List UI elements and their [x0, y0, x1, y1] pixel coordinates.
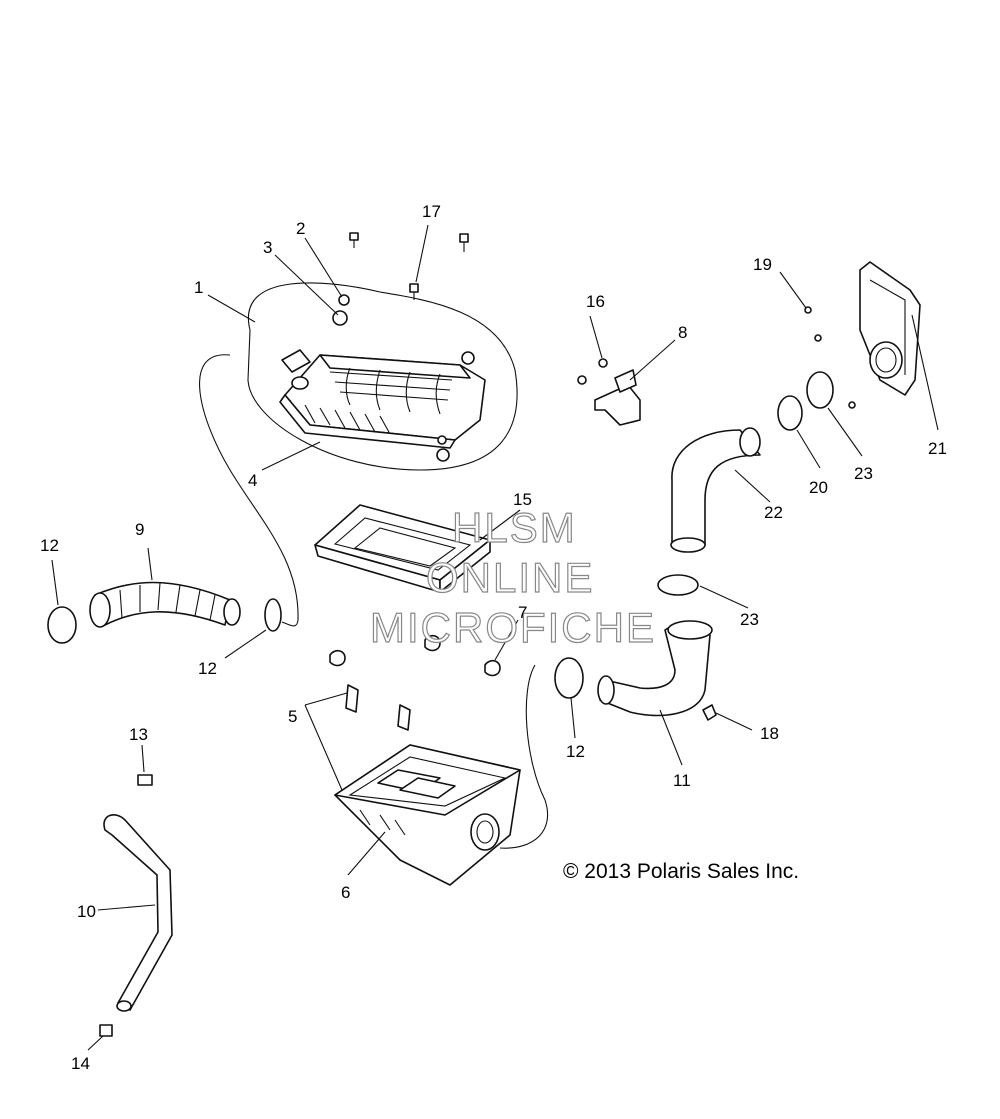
- air-inlet-21: [804, 261, 921, 409]
- callout-8: 8: [678, 323, 687, 342]
- callout-12b: 12: [198, 659, 217, 678]
- callout-17: 17: [422, 202, 441, 221]
- callout-15: 15: [513, 490, 532, 509]
- hose-clamp-12: [47, 598, 584, 699]
- callout-20: 20: [809, 478, 828, 497]
- callout-labels: 1 2 3 4 5 6 7 8 9 10 11 12 12 12 13 14 1…: [40, 202, 947, 1073]
- clamps-20-23: [657, 371, 834, 596]
- callout-13: 13: [129, 725, 148, 744]
- watermark-line-2: ONLINE: [426, 554, 594, 601]
- callout-11: 11: [673, 771, 691, 790]
- airbox-base-6: [334, 744, 521, 886]
- callout-4: 4: [248, 471, 257, 490]
- mounting-bracket-8: [577, 358, 641, 426]
- callout-12c: 12: [566, 742, 585, 761]
- callout-5: 5: [288, 707, 297, 726]
- retaining-clips: [329, 634, 501, 731]
- callout-10: 10: [77, 902, 96, 921]
- routing-lines: [199, 354, 549, 849]
- callout-21: 21: [928, 439, 947, 458]
- copyright-notice: © 2013 Polaris Sales Inc.: [563, 860, 799, 883]
- screw-parts-17: [349, 232, 469, 300]
- callout-3: 3: [263, 238, 272, 257]
- callout-2: 2: [296, 219, 305, 238]
- callout-22: 22: [764, 503, 783, 522]
- callout-14: 14: [71, 1054, 90, 1073]
- airbox-cover-assembly: [247, 282, 518, 471]
- leader-lines: [51, 224, 939, 1051]
- intake-hose-9: [89, 581, 241, 628]
- callout-23b: 23: [740, 610, 759, 629]
- callout-7: 7: [518, 603, 527, 622]
- watermark-line-1: HLSM: [452, 504, 577, 551]
- callout-18: 18: [760, 724, 779, 743]
- watermark: HLSM ONLINE MICROFICHE: [369, 503, 656, 651]
- callout-6: 6: [341, 883, 350, 902]
- callout-12a: 12: [40, 536, 59, 555]
- callout-9: 9: [135, 520, 144, 539]
- intake-boot-11: [597, 620, 717, 721]
- callout-16: 16: [586, 292, 605, 311]
- callout-19: 19: [753, 255, 772, 274]
- air-filter-element: [314, 504, 491, 593]
- callout-23a: 23: [854, 464, 873, 483]
- callout-1: 1: [194, 278, 203, 297]
- watermark-line-3: MICROFICHE: [370, 604, 656, 651]
- drain-tube-10: [99, 774, 173, 1037]
- intake-duct-22: [670, 427, 761, 553]
